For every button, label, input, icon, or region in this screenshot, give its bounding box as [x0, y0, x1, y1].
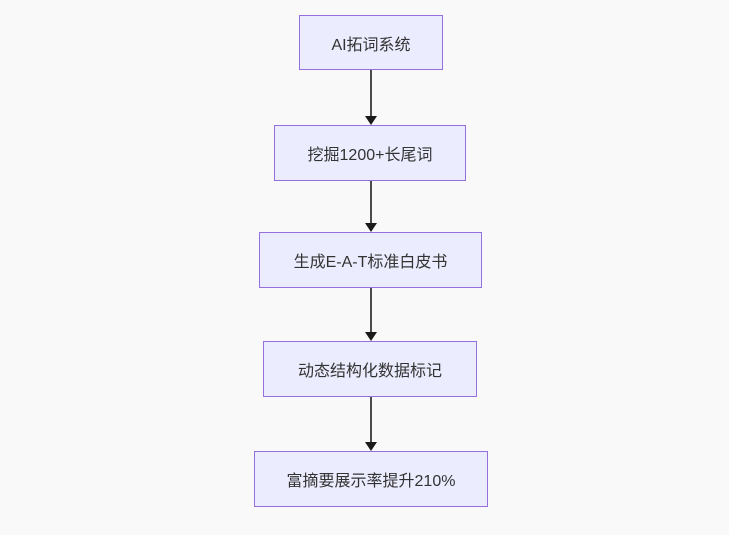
node-label: AI拓词系统 — [331, 36, 411, 54]
flow-arrow-icon — [365, 397, 377, 451]
node-label: 动态结构化数据标记 — [297, 363, 442, 380]
flow-arrow-icon — [365, 70, 377, 125]
node-label: 挖掘1200+长尾词 — [307, 147, 433, 164]
node-label: 富摘要展示率提升210% — [286, 473, 456, 490]
flowchart-node-step-1: AI拓词系统 — [299, 15, 443, 70]
node-label: 生成E-A-T标准白皮书 — [293, 254, 448, 271]
flowchart-node-step-2: 挖掘1200+长尾词 — [274, 125, 466, 181]
flow-arrow-icon — [365, 181, 377, 232]
flowchart-node-step-5: 富摘要展示率提升210% — [254, 451, 488, 507]
flowchart-node-step-3: 生成E-A-T标准白皮书 — [259, 232, 482, 288]
flowchart-node-step-4: 动态结构化数据标记 — [263, 341, 477, 397]
flow-arrow-icon — [365, 288, 377, 341]
